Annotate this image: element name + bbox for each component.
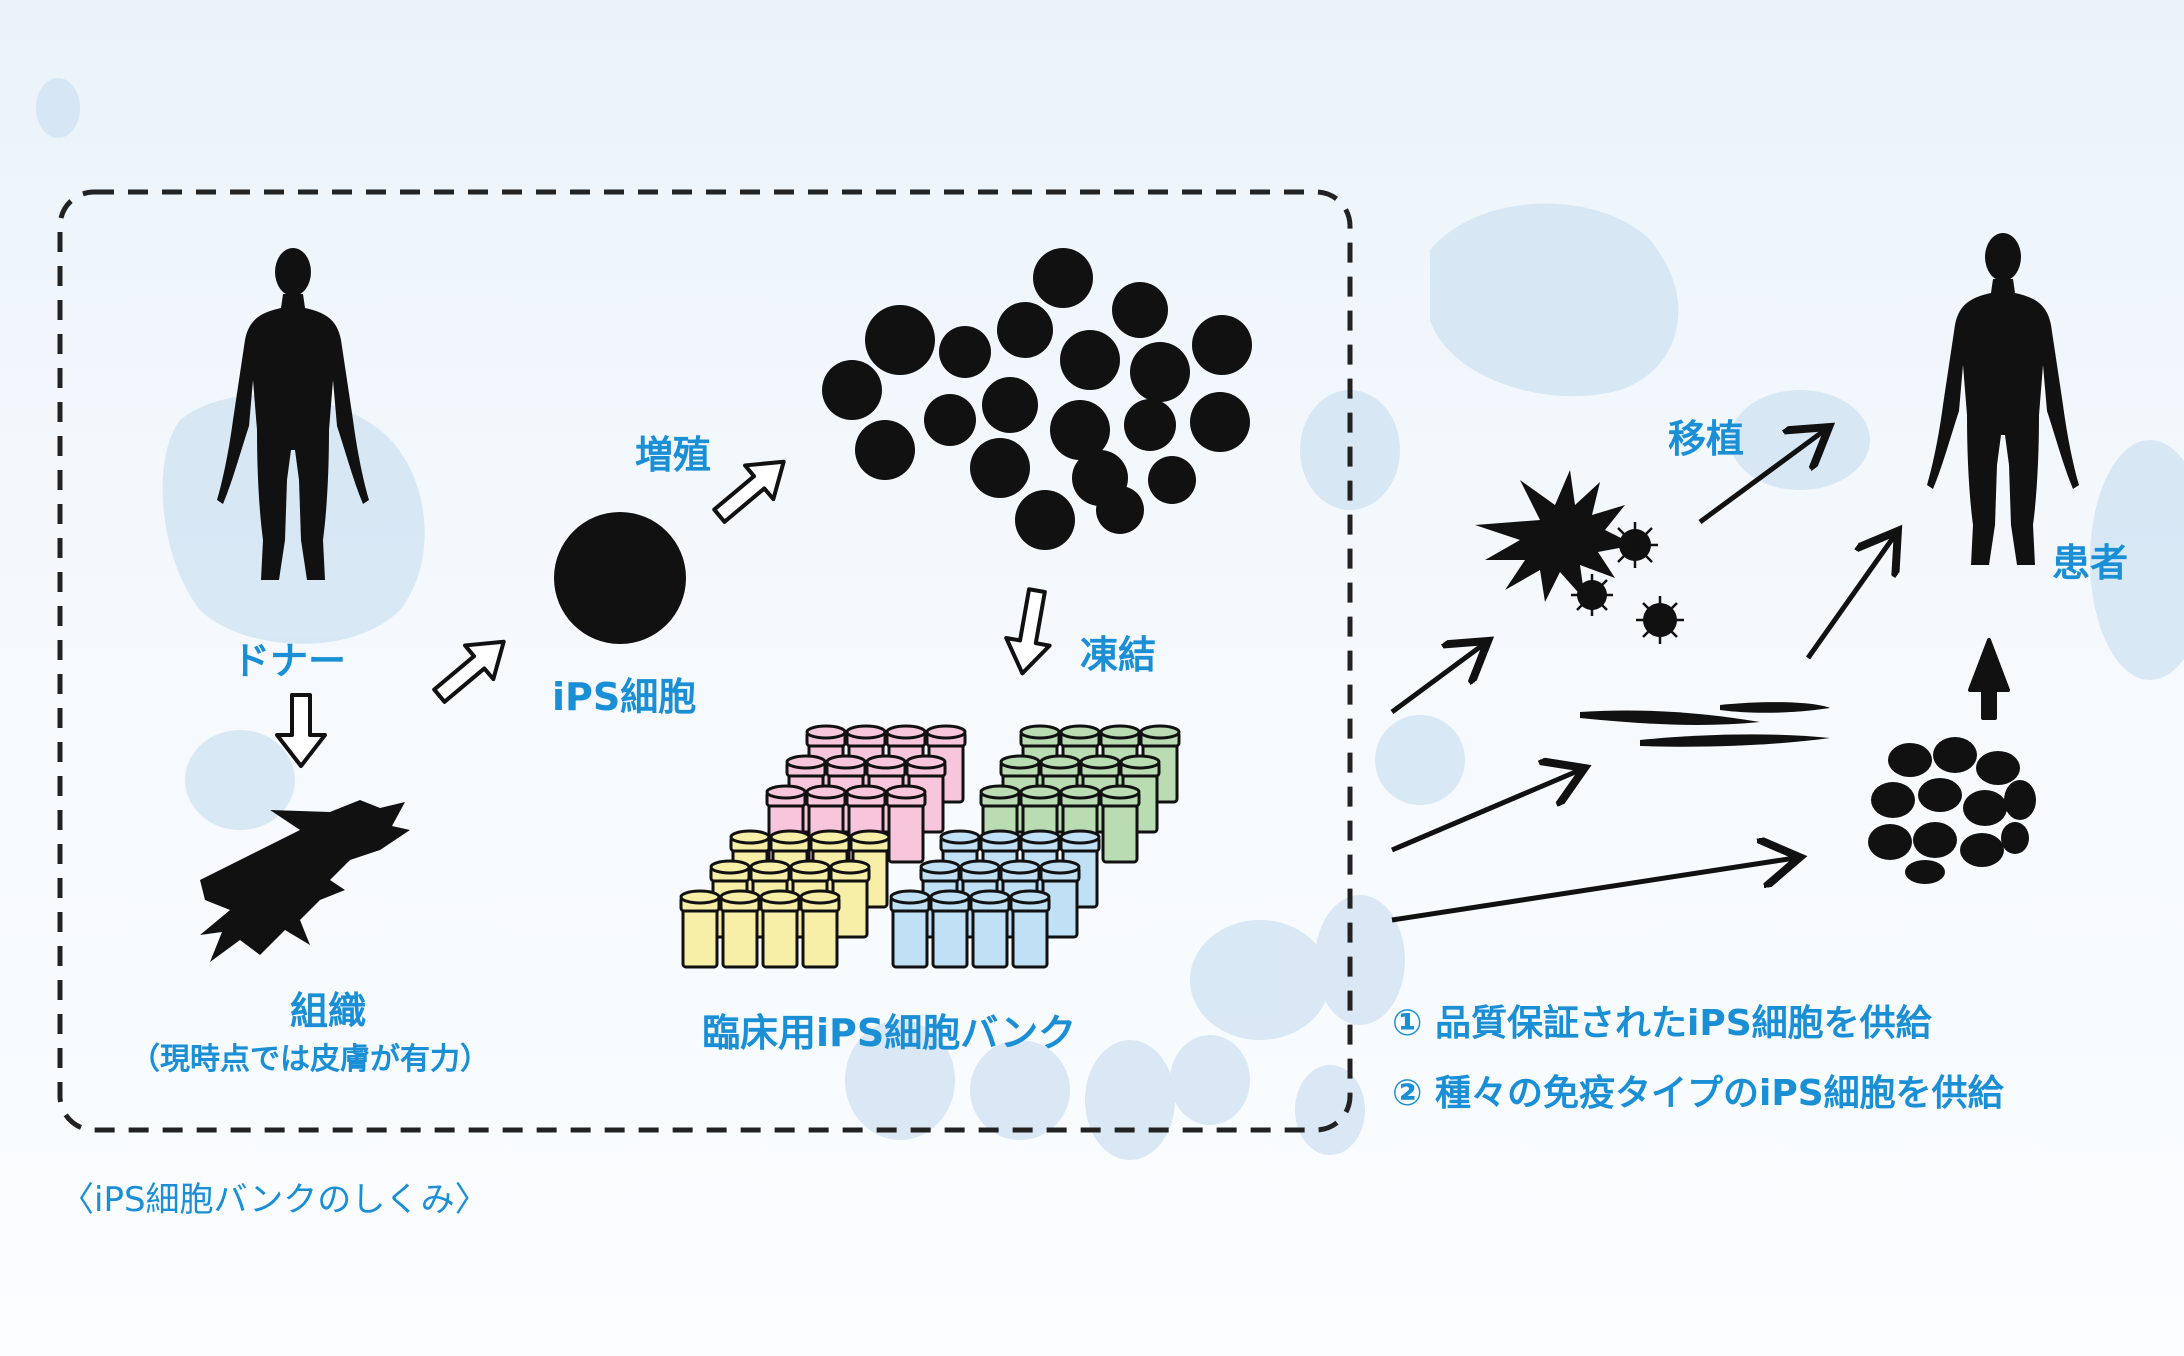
delivery-arrows bbox=[1390, 430, 1895, 923]
label-freezing: 凍結 bbox=[1080, 633, 1157, 677]
note-immune-types: ② 種々の免疫タイプのiPS細胞を供給 bbox=[1392, 1073, 2004, 1114]
label-tissue-note: （現時点では皮膚が有力） bbox=[130, 1042, 490, 1077]
ips-cell-icon bbox=[554, 512, 686, 644]
spiky-cell-icon bbox=[1475, 470, 1635, 602]
arrow-proliferation-to-freezing-icon bbox=[1004, 587, 1052, 676]
arrow-patient-up-icon bbox=[1968, 638, 2010, 720]
label-tissue: 組織 bbox=[290, 989, 367, 1033]
bank-system-boundary bbox=[57, 189, 1353, 1133]
cell-cluster-icon bbox=[822, 248, 1252, 550]
process-arrows bbox=[275, 459, 2010, 768]
fiber-cell-icon bbox=[1720, 702, 1830, 713]
note-quality-assured: ① 品質保証されたiPS細胞を供給 bbox=[1392, 1003, 1932, 1044]
label-donor: ドナー bbox=[232, 639, 347, 683]
tissue-cell-icon bbox=[200, 800, 410, 962]
fiber-cell-icon bbox=[1580, 710, 1760, 725]
label-bank: 臨床用iPS細胞バンク bbox=[702, 1011, 1077, 1055]
label-patient: 患者 bbox=[2052, 541, 2129, 585]
patient-silhouette-icon bbox=[1927, 233, 2079, 565]
figure-caption: 〈iPS細胞バンクのしくみ〉 bbox=[60, 1180, 489, 1220]
label-ips-cell: iPS細胞 bbox=[552, 675, 697, 719]
fiber-cell-icon bbox=[1640, 734, 1830, 747]
label-transplant: 移植 bbox=[1668, 417, 1745, 461]
arrow-donor-to-tissue-icon bbox=[275, 693, 327, 768]
arrow-tissue-to-ips-icon bbox=[432, 639, 506, 704]
bank-vials bbox=[679, 724, 1181, 969]
vial-group-yellow bbox=[679, 829, 891, 969]
tissue-block-icon bbox=[1868, 737, 2036, 884]
label-proliferation: 増殖 bbox=[635, 433, 712, 477]
arrow-ips-to-proliferation-icon bbox=[712, 459, 786, 524]
differentiated-cells bbox=[1475, 470, 2036, 884]
